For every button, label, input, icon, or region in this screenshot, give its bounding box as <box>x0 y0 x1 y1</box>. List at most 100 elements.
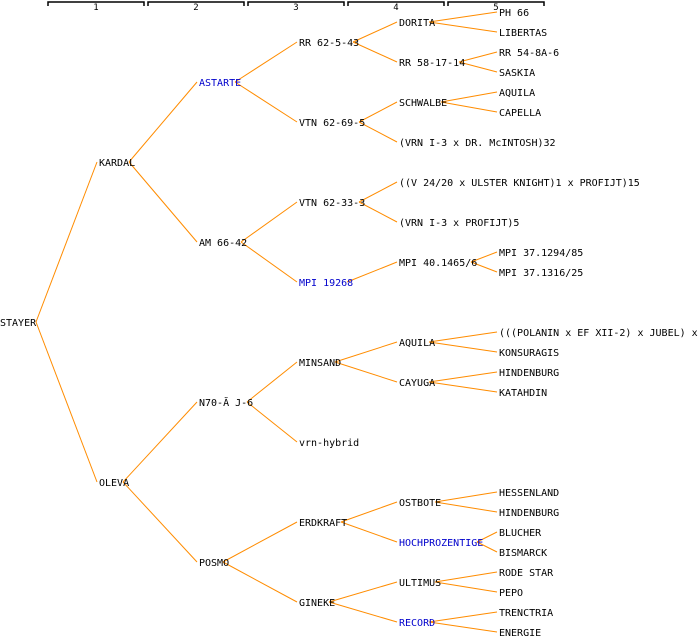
edge-am6642-mpi19268 <box>240 241 298 283</box>
edge-dorita-libertas <box>428 21 498 33</box>
edge-gineke-record <box>328 601 398 623</box>
edge-n70-vrnhybrid <box>246 401 298 443</box>
node-mpi19268[interactable]: MPI 19268 <box>299 278 353 289</box>
node-record[interactable]: RECORD <box>399 618 435 629</box>
edge-record-energie <box>428 621 498 633</box>
edge-cayuga-katahdin <box>428 381 498 393</box>
edge-schwalbe-aquila5 <box>440 91 498 103</box>
edge-minsand-aquila4 <box>334 341 398 363</box>
node-aquila4: AQUILA <box>399 338 435 349</box>
node-pepo: PEPO <box>499 588 523 599</box>
node-mpi371316: MPI 37.1316/25 <box>499 268 583 279</box>
node-polanin: (((POLANIN x EF XII-2) x JUBEL) x <box>499 328 698 339</box>
node-energie: ENERGIE <box>499 628 541 639</box>
node-schwalbe: SCHWALBE <box>399 98 447 109</box>
node-mpi371294: MPI 37.1294/85 <box>499 248 583 259</box>
edge-posmo-erdkraft <box>222 521 298 563</box>
node-astarte[interactable]: ASTARTE <box>199 78 241 89</box>
edge-ostbote-hindenburg2 <box>434 501 498 513</box>
edge-posmo-gineke <box>222 561 298 603</box>
node-hindenburg2: HINDENBURG <box>499 508 559 519</box>
node-rr62543: RR 62-5-43 <box>299 38 359 49</box>
edge-hochprozentige-blucher <box>476 531 498 543</box>
node-capella: CAPELLA <box>499 108 541 119</box>
edge-aquila4-konsuragis <box>428 341 498 353</box>
node-stayer: STAYER <box>0 318 37 329</box>
node-minsand: MINSAND <box>299 358 341 369</box>
edge-schwalbe-capella <box>440 101 498 113</box>
edge-astarte-vtn62695 <box>234 81 298 123</box>
tree-edges <box>35 11 498 633</box>
edge-kardal-am6642 <box>128 161 198 243</box>
node-ph66: PH 66 <box>499 8 529 19</box>
generation-label: 1 <box>93 3 98 13</box>
node-hindenburg1: HINDENBURG <box>499 368 559 379</box>
node-vtn62333: VTN 62-33-3 <box>299 198 365 209</box>
edge-vtn62695-schwalbe <box>358 101 398 123</box>
edge-gineke-ultimus <box>328 581 398 603</box>
generation-bracket <box>447 1 545 6</box>
edge-rr581714-rr5448a6 <box>458 51 498 63</box>
node-dorita: DORITA <box>399 18 435 29</box>
node-vtn62695: VTN 62-69-5 <box>299 118 365 129</box>
edge-mpi19268-mpi401465 <box>346 261 398 283</box>
node-ostbote: OSTBOTE <box>399 498 441 509</box>
generation-bracket <box>47 1 145 6</box>
edge-am6642-vtn62333 <box>240 201 298 243</box>
node-vrnhybrid: vrn-hybrid <box>299 438 359 449</box>
edge-erdkraft-ostbote <box>340 501 398 523</box>
node-gineke: GINEKE <box>299 598 335 609</box>
generation-label: 4 <box>393 3 398 13</box>
node-ultimus: ULTIMUS <box>399 578 441 589</box>
node-rodestar: RODE STAR <box>499 568 554 579</box>
node-erdkraft: ERDKRAFT <box>299 518 347 529</box>
node-saskia: SASKIA <box>499 68 535 79</box>
edge-vtn62333-vrni3profijt <box>358 201 398 223</box>
generation-bracket <box>147 1 245 6</box>
edge-erdkraft-hochprozentige <box>340 521 398 543</box>
edge-minsand-cayuga <box>334 361 398 383</box>
edge-rr62543-dorita <box>352 21 398 43</box>
node-rr581714: RR 58-17-14 <box>399 58 465 69</box>
node-rr5448a6: RR 54-8A-6 <box>499 48 559 59</box>
edge-astarte-rr62543 <box>234 41 298 83</box>
edge-kardal-astarte <box>128 81 198 163</box>
edge-oleva-posmo <box>122 481 198 563</box>
edge-ostbote-hessenland <box>434 491 498 503</box>
edge-ultimus-pepo <box>434 581 498 593</box>
edge-oleva-n70 <box>122 401 198 483</box>
edge-mpi401465-mpi371294 <box>470 251 498 263</box>
node-cayuga: CAYUGA <box>399 378 435 389</box>
edge-record-trenctria <box>428 611 498 623</box>
node-vrni3mcintosh: (VRN I-3 x DR. McINTOSH)32 <box>399 138 556 149</box>
node-trenctria: TRENCTRIA <box>499 608 553 619</box>
node-hessenland: HESSENLAND <box>499 488 559 499</box>
node-n70: N70-Ă J-6 <box>199 396 253 409</box>
edge-rr581714-saskia <box>458 61 498 73</box>
edge-cayuga-hindenburg1 <box>428 371 498 383</box>
generation-label: 3 <box>293 3 298 13</box>
edge-vtn62695-vrni3mcintosh <box>358 121 398 143</box>
node-v2420: ((V 24/20 x ULSTER KNIGHT)1 x PROFIJT)15 <box>399 178 640 189</box>
generation-bracket <box>347 1 445 6</box>
generation-label: 2 <box>193 3 198 13</box>
node-hochprozentige[interactable]: HOCHPROZENTIGE <box>399 538 483 549</box>
edge-ultimus-rodestar <box>434 571 498 583</box>
node-am6642: AM 66-42 <box>199 238 247 249</box>
edge-hochprozentige-bismarck <box>476 541 498 553</box>
node-blucher: BLUCHER <box>499 528 542 539</box>
edge-stayer-oleva <box>35 321 98 483</box>
node-katahdin: KATAHDIN <box>499 388 547 399</box>
node-vrni3profijt: (VRN I-3 x PROFIJT)5 <box>399 218 519 229</box>
node-kardal: KARDAL <box>99 158 135 169</box>
node-bismarck: BISMARCK <box>499 548 547 559</box>
edge-stayer-kardal <box>35 161 98 323</box>
node-posmo: POSMO <box>199 558 229 569</box>
edge-vtn62333-v2420 <box>358 181 398 203</box>
node-mpi401465: MPI 40.1465/6 <box>399 258 477 269</box>
node-konsuragis: KONSURAGIS <box>499 348 559 359</box>
edge-n70-minsand <box>246 361 298 403</box>
edge-dorita-ph66 <box>428 11 498 23</box>
